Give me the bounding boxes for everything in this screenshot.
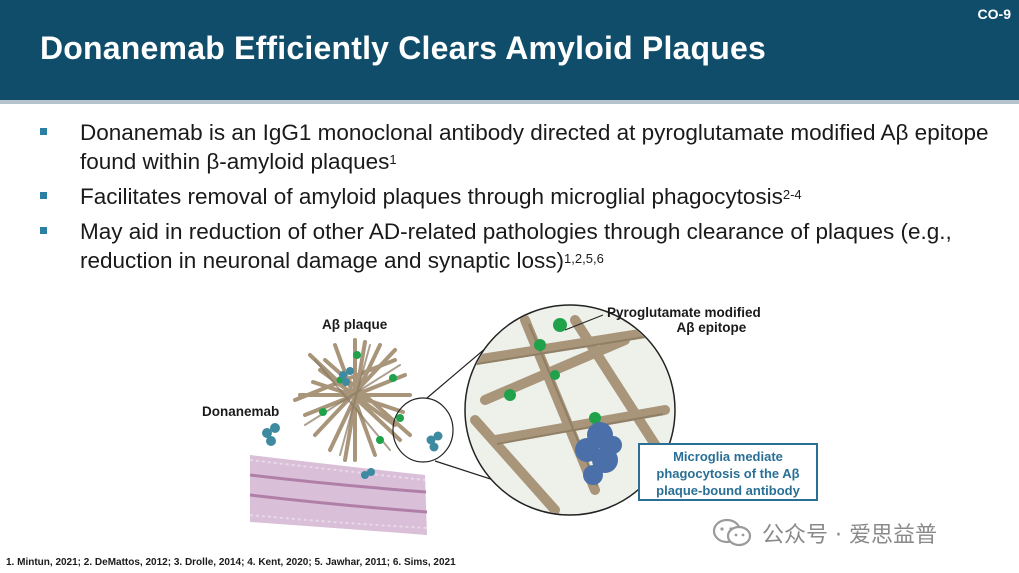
- neuron-membrane: [249, 455, 428, 535]
- watermark-text: 公众号 · 爱思益普: [762, 523, 937, 548]
- bullet-text: Facilitates removal of amyloid plaques t…: [80, 184, 783, 209]
- bullet-text: Donanemab is an IgG1 monoclonal antibody…: [80, 120, 989, 174]
- slide-header: [0, 0, 1019, 100]
- watermark: 公众号 · 爱思益普: [712, 515, 937, 551]
- epitope-label: Pyroglutamate modified Aβ epitope: [607, 305, 761, 335]
- slide-id: CO-9: [977, 6, 1011, 22]
- bullet-item: Donanemab is an IgG1 monoclonal antibody…: [38, 118, 998, 176]
- wechat-logo-icon: [712, 518, 752, 547]
- plaque-label: Aβ plaque: [322, 317, 388, 332]
- bullet-item: Facilitates removal of amyloid plaques t…: [38, 182, 998, 211]
- bullet-citation: 1,2,5,6: [564, 251, 604, 266]
- callout-line-2: phagocytosis of the Aβ: [656, 466, 800, 481]
- illustration-art: [249, 304, 676, 535]
- square-bullet-icon: [40, 192, 47, 199]
- references: 1. Mintun, 2021; 2. DeMattos, 2012; 3. D…: [6, 557, 456, 568]
- mechanism-illustration: Aβ plaque Donanemab Pyroglutamate modifi…: [195, 300, 835, 550]
- amyloid-plaque: [293, 338, 412, 462]
- callout-line-1: Microglia mediate: [673, 449, 783, 464]
- bullet-citation: 1: [389, 152, 397, 167]
- square-bullet-icon: [40, 227, 47, 234]
- epitope-leader-line: [564, 314, 604, 331]
- bullet-item: May aid in reduction of other AD-related…: [38, 217, 998, 275]
- bullet-list: Donanemab is an IgG1 monoclonal antibody…: [38, 118, 998, 281]
- slide-title: Donanemab Efficiently Clears Amyloid Pla…: [40, 30, 767, 66]
- epitope-label-line-2: Aβ epitope: [676, 320, 747, 335]
- microglia-callout: Microglia mediate phagocytosis of the Aβ…: [638, 443, 818, 501]
- bullet-text: May aid in reduction of other AD-related…: [80, 219, 952, 273]
- header-rule: [0, 100, 1019, 104]
- antibody-label: Donanemab: [202, 404, 280, 419]
- antibody-icons: [262, 367, 443, 479]
- epitope-markers: [319, 351, 404, 444]
- zoom-detail-circle: [464, 304, 676, 516]
- callout-line-3: plaque-bound antibody: [656, 483, 800, 498]
- square-bullet-icon: [40, 128, 47, 135]
- epitope-label-line-1: Pyroglutamate modified: [607, 305, 761, 320]
- bullet-citation: 2-4: [782, 187, 802, 202]
